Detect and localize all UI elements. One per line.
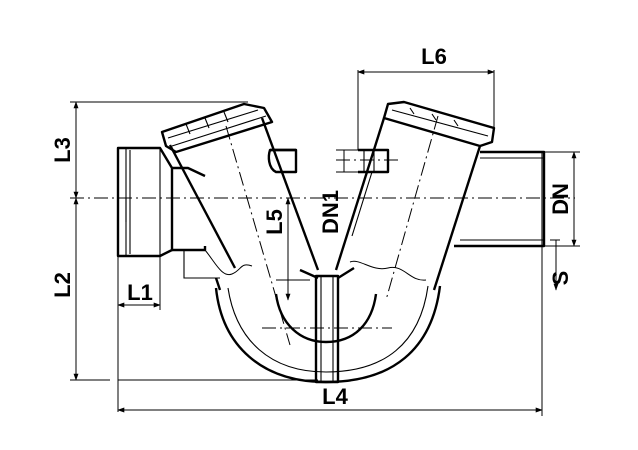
dim-label-l1: L1 — [127, 280, 153, 305]
right-cleanout-cap — [382, 100, 496, 148]
dim-label-l5: L5 — [262, 209, 287, 235]
left-trap-body — [168, 117, 320, 291]
u-bend — [214, 266, 442, 384]
dim-label-dn: DN — [548, 183, 573, 215]
left-inlet-socket — [116, 146, 174, 258]
left-cleanout-cap — [160, 102, 274, 154]
dim-label-l6: L6 — [421, 44, 447, 69]
centerlines — [70, 115, 575, 346]
dim-label-s: S — [548, 271, 573, 286]
dimension-lines — [70, 69, 580, 416]
dim-label-l4: L4 — [322, 384, 348, 409]
dim-label-l2: L2 — [50, 272, 75, 298]
right-riser — [334, 117, 482, 291]
dim-label-l3: L3 — [50, 137, 75, 163]
dim-label-dn1: DN1 — [318, 190, 343, 234]
right-outlet — [454, 150, 546, 248]
